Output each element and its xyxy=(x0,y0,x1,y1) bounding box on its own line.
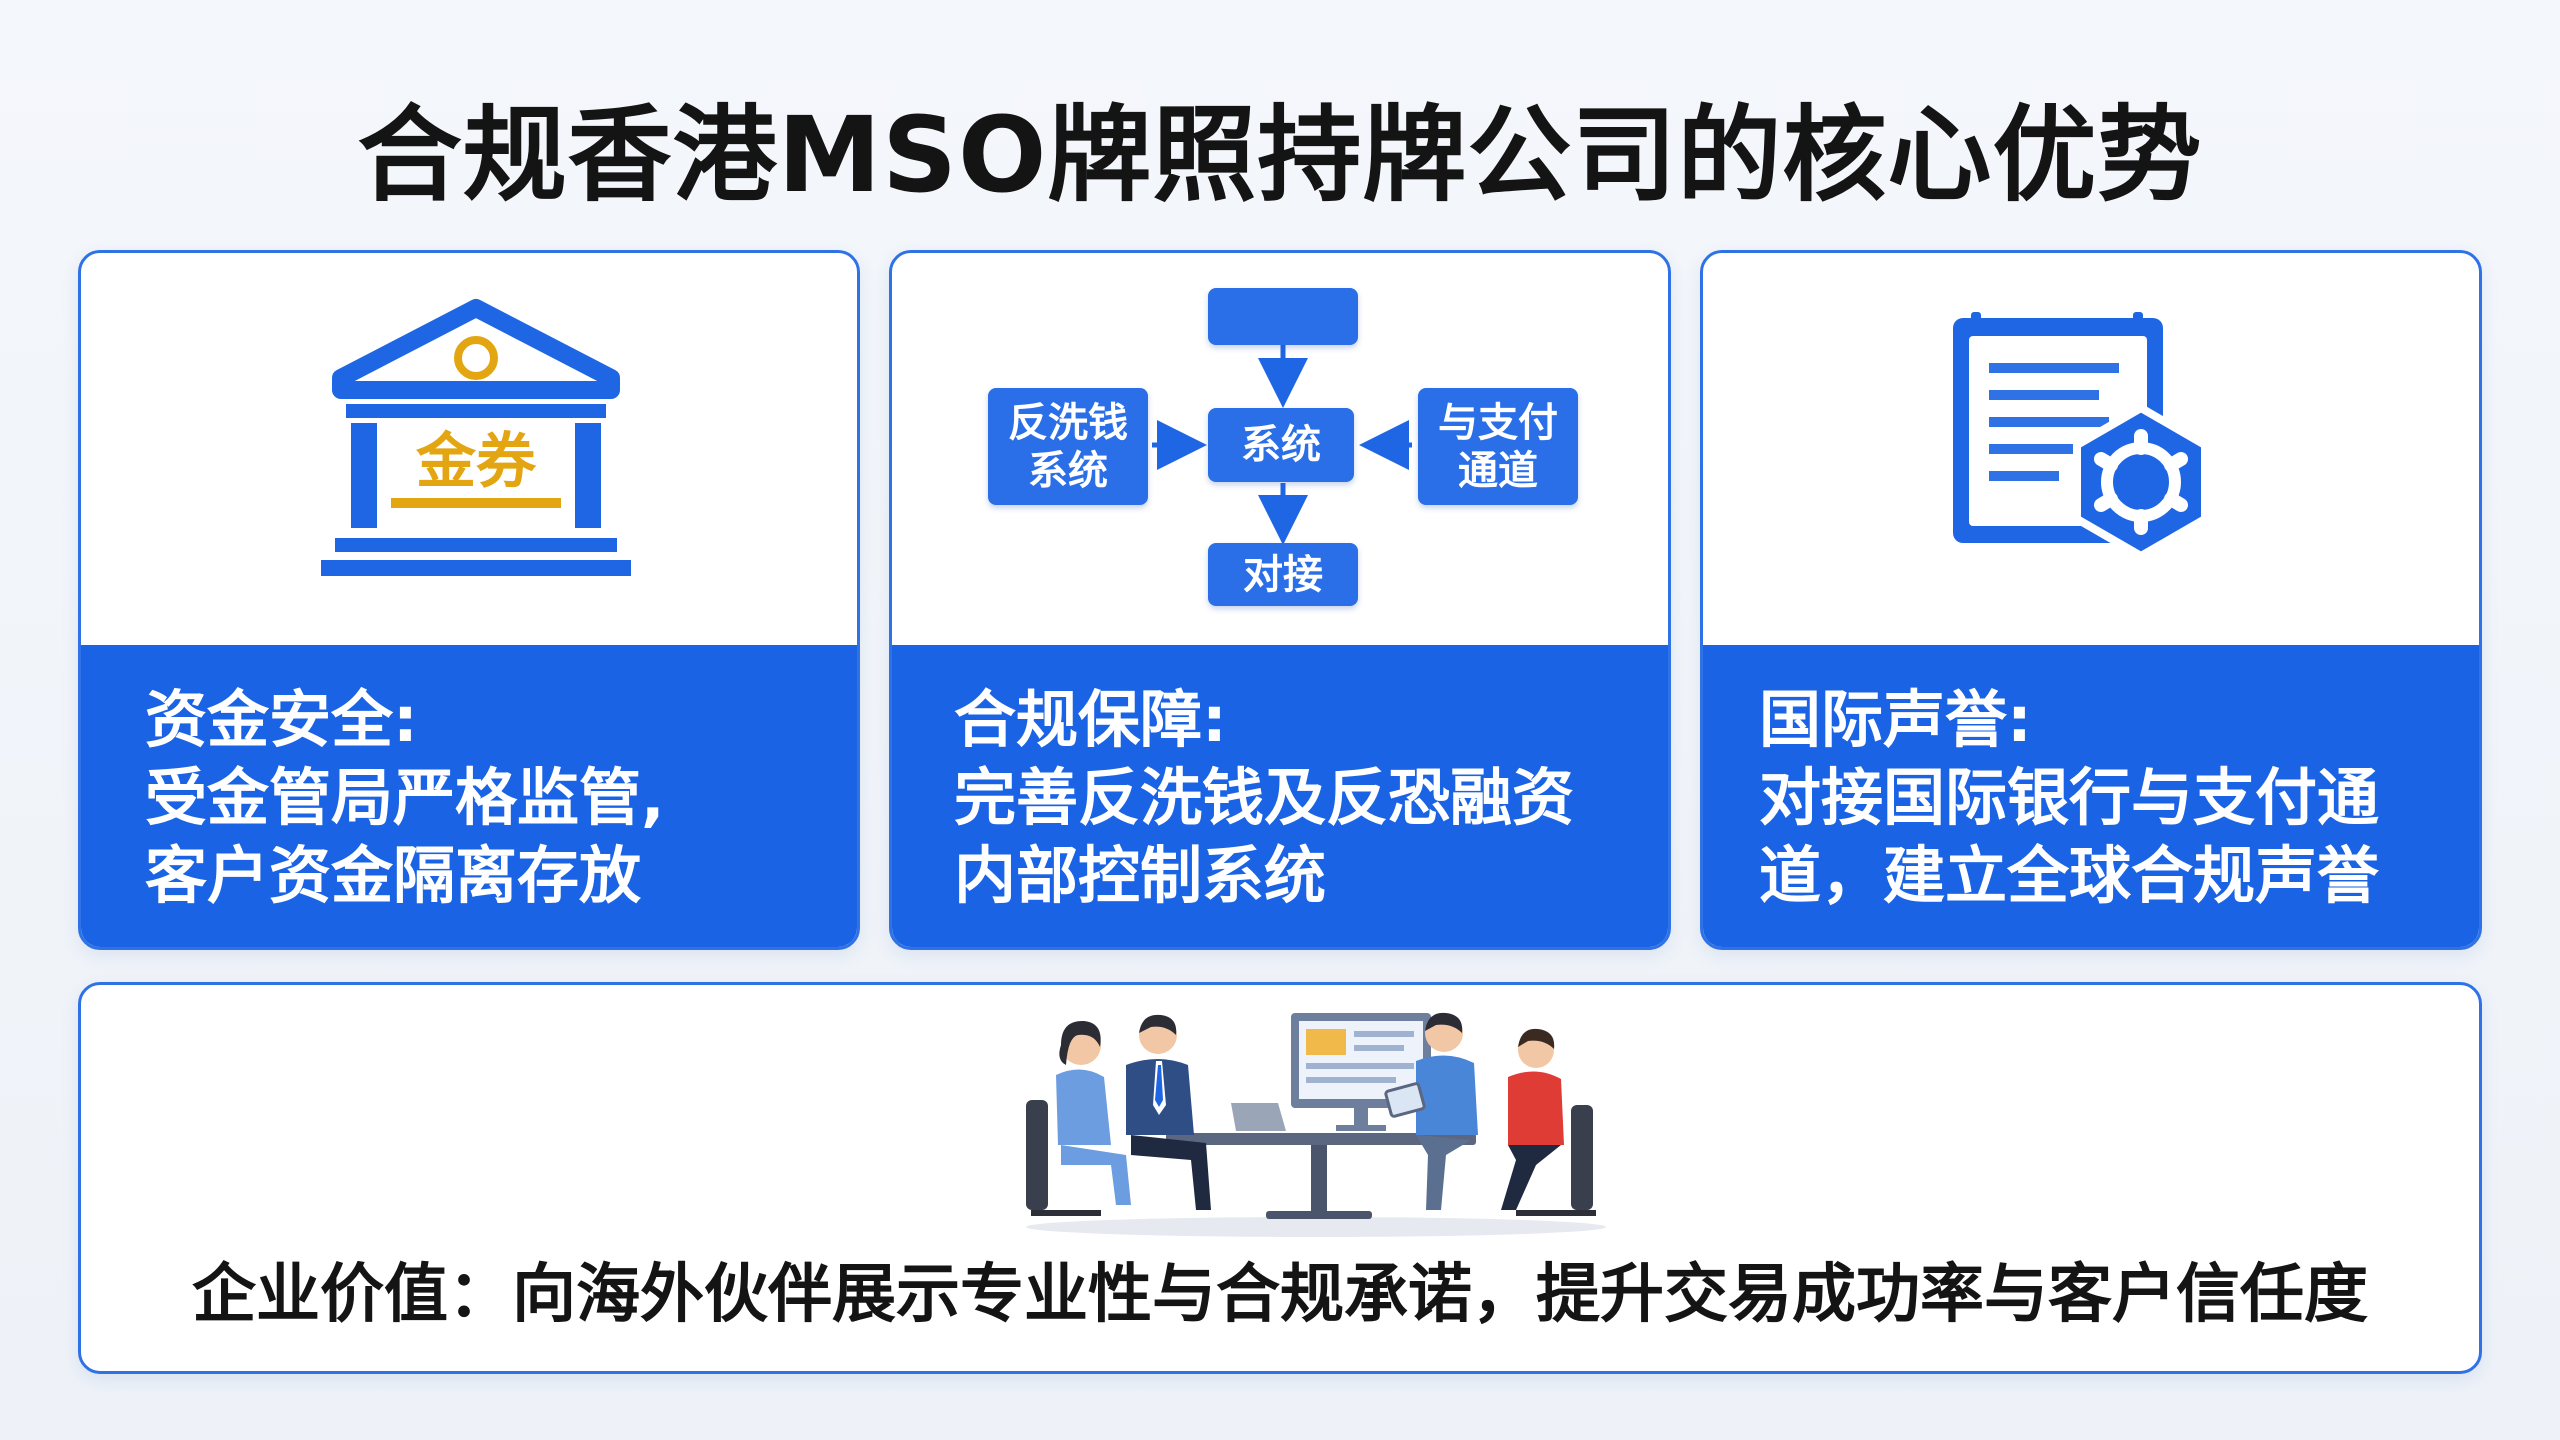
card-illustration: 金券 xyxy=(81,253,857,645)
card-illustration xyxy=(1703,253,2479,645)
card-caption: 合规保障: 完善反洗钱及反恐融资 内部控制系统 xyxy=(892,645,1668,947)
card-line: 对接国际银行与支付通 xyxy=(1759,761,2380,834)
card-caption: 资金安全: 受金管局严格监管, 客户资金隔离存放 xyxy=(81,645,857,947)
card-line: 客户资金隔离存放 xyxy=(145,839,642,912)
card-fund-security: 金券 资金安全: 受金管局严格监管, 客户资金隔离存放 xyxy=(78,250,860,950)
card-line: 内部控制系统 xyxy=(954,839,1327,912)
card-line: 完善反洗钱及反恐融资 xyxy=(954,761,1575,834)
flow-arrows xyxy=(1152,345,1412,545)
value-statement: 企业价值：向海外伙伴展示专业性与合规承诺，提升交易成功率与客户信任度 xyxy=(192,1258,2368,1332)
card-compliance: 反洗钱 系统 系统 与支付 通道 对接 合规保障: 完善反洗钱及反恐融资 内部控… xyxy=(889,250,1671,950)
card-heading: 国际声誉: xyxy=(1759,683,2032,756)
business-meeting-icon xyxy=(1026,1012,1606,1237)
flow-box-center: 系统 xyxy=(1208,408,1354,482)
card-illustration: 反洗钱 系统 系统 与支付 通道 对接 xyxy=(892,253,1668,645)
page-title: 合规香港MSO牌照持牌公司的核心优势 xyxy=(357,94,2203,216)
flow-box-right: 与支付 通道 xyxy=(1418,388,1578,505)
document-gear-icon xyxy=(1953,312,2209,560)
card-line: 道，建立全球合规声誉 xyxy=(1759,839,2380,912)
card-reputation: 国际声誉: 对接国际银行与支付通 道，建立全球合规声誉 xyxy=(1700,250,2482,950)
card-heading: 资金安全: xyxy=(145,683,418,756)
bank-building-icon xyxy=(321,299,631,576)
value-panel: 企业价值：向海外伙伴展示专业性与合规承诺，提升交易成功率与客户信任度 xyxy=(78,982,2482,1374)
flow-box-left: 反洗钱 系统 xyxy=(988,388,1148,505)
bank-label: 金券 xyxy=(416,427,536,497)
flow-box-top xyxy=(1208,288,1358,345)
card-caption: 国际声誉: 对接国际银行与支付通 道，建立全球合规声誉 xyxy=(1703,645,2479,947)
card-line: 受金管局严格监管, xyxy=(145,761,665,834)
card-heading: 合规保障: xyxy=(954,683,1227,756)
flow-box-bottom: 对接 xyxy=(1208,543,1358,606)
